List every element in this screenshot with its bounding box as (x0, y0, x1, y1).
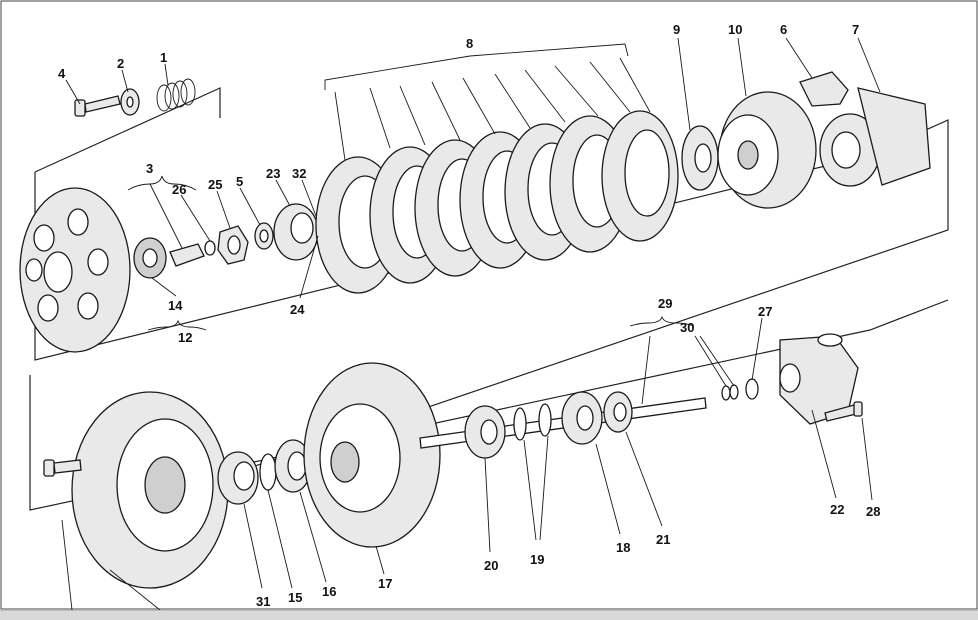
callout-14: 14 (168, 298, 183, 313)
callout-28: 28 (866, 504, 880, 519)
callout-30: 30 (680, 320, 694, 335)
clutch-hub (717, 91, 817, 209)
thrust-cup (273, 203, 319, 261)
spring-washer (120, 88, 140, 116)
clutch-housing-cover (819, 87, 931, 187)
pushrod (169, 240, 216, 267)
bottom-scroll-bar (0, 610, 978, 620)
callout-19: 19 (530, 552, 544, 567)
callout-29: 29 (658, 296, 672, 311)
callout-10: 10 (728, 22, 742, 37)
callout-21: 21 (656, 532, 670, 547)
bearing (133, 237, 167, 279)
circlip (513, 403, 552, 441)
callout-12: 12 (178, 330, 192, 345)
spring-plate (681, 125, 719, 191)
shaft-seals (721, 378, 759, 401)
callout-1: 1 (160, 50, 167, 65)
clutch-basket (71, 391, 229, 589)
callout-23: 23 (266, 166, 280, 181)
callout-17: 17 (378, 576, 392, 591)
callout-8: 8 (466, 36, 473, 51)
callout-7: 7 (852, 22, 859, 37)
clutch-spring (156, 78, 196, 112)
upper-panel-frame (34, 87, 221, 173)
callout-32: 32 (292, 166, 306, 181)
thrust-washer (603, 391, 633, 433)
callout-24: 24 (290, 302, 305, 317)
callout-9: 9 (673, 22, 680, 37)
nut-and-washer (217, 222, 274, 265)
ball-bearing (561, 391, 603, 445)
callout-5: 5 (236, 174, 243, 189)
callout-27: 27 (758, 304, 772, 319)
callout-3: 3 (146, 161, 153, 176)
leader-lines (61, 37, 881, 611)
callout-16: 16 (322, 584, 336, 599)
spacer-bushing (217, 451, 259, 505)
callout-25: 25 (208, 177, 222, 192)
needle-bearing (274, 439, 312, 493)
clutch-plate-stack (315, 110, 679, 294)
primary-driven-gear (303, 362, 441, 548)
lower-panel-frame (29, 299, 949, 511)
callout-20: 20 (484, 558, 498, 573)
o-ring (259, 453, 277, 491)
callout-31: 31 (256, 594, 270, 609)
screw (74, 95, 121, 117)
callout-22: 22 (830, 502, 844, 517)
callout-4: 4 (58, 66, 66, 81)
callout-18: 18 (616, 540, 630, 555)
pressure-plate (19, 187, 131, 353)
clutch-slave-cylinder (779, 333, 859, 425)
basket-bolt (43, 459, 82, 477)
callout-15: 15 (288, 590, 302, 605)
damper-rubber (799, 71, 849, 107)
cylinder-screw (824, 401, 863, 422)
callout-26: 26 (172, 182, 186, 197)
callout-6: 6 (780, 22, 787, 37)
callout-labels: 1 2 4 3 26 25 5 23 32 24 14 12 8 9 10 6 … (58, 22, 880, 609)
shaft-bearing (464, 405, 506, 459)
callout-2: 2 (117, 56, 124, 71)
